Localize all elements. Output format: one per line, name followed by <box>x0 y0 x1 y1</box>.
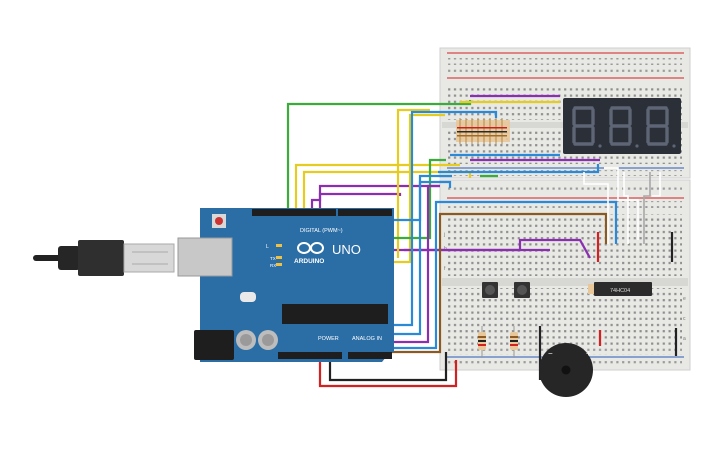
row-label-f: f <box>444 266 446 272</box>
row-label-c: c <box>683 316 686 322</box>
uno-label: UNO <box>332 242 361 257</box>
arduino-label: ARDUINO <box>294 258 324 265</box>
usb-cable[interactable] <box>33 240 175 276</box>
push-button-2[interactable] <box>514 282 530 298</box>
row-label-a: a <box>683 336 686 342</box>
led-rx-label: RX <box>270 263 276 268</box>
resistor-2[interactable] <box>510 326 518 358</box>
analog-in-label: ANALOG IN <box>352 336 382 342</box>
buzzer-minus-label: − <box>548 349 553 358</box>
digital-pwm-label: DIGITAL (PWM~) <box>300 228 343 234</box>
power-wires <box>318 232 678 388</box>
push-button-1[interactable] <box>482 282 498 298</box>
resistor-1[interactable] <box>478 326 486 358</box>
row-label-e: e <box>683 296 686 302</box>
digit-3 <box>646 106 669 146</box>
led-tx-label: TX <box>270 256 276 261</box>
piezo-buzzer[interactable]: − + <box>539 343 593 397</box>
power-label: POWER <box>318 336 339 342</box>
breadboard-bottom[interactable]: j h f e c a <box>439 179 691 371</box>
seven-segment-display[interactable] <box>563 98 681 154</box>
digit-1 <box>572 106 595 146</box>
led-l-label: L <box>266 244 269 250</box>
row-label-j: j <box>443 232 445 238</box>
segment-resistors[interactable] <box>456 118 510 144</box>
ic-74hc04[interactable]: 74HC04 <box>588 282 652 296</box>
arduino-uno[interactable]: DIGITAL (PWM~) UNO ARDUINO L TX RX POWER… <box>177 208 394 362</box>
digit-2 <box>609 106 632 146</box>
arduino-logo-icon <box>297 242 324 254</box>
ic-label: 74HC04 <box>610 288 630 294</box>
buzzer-plus-label: + <box>586 349 591 358</box>
